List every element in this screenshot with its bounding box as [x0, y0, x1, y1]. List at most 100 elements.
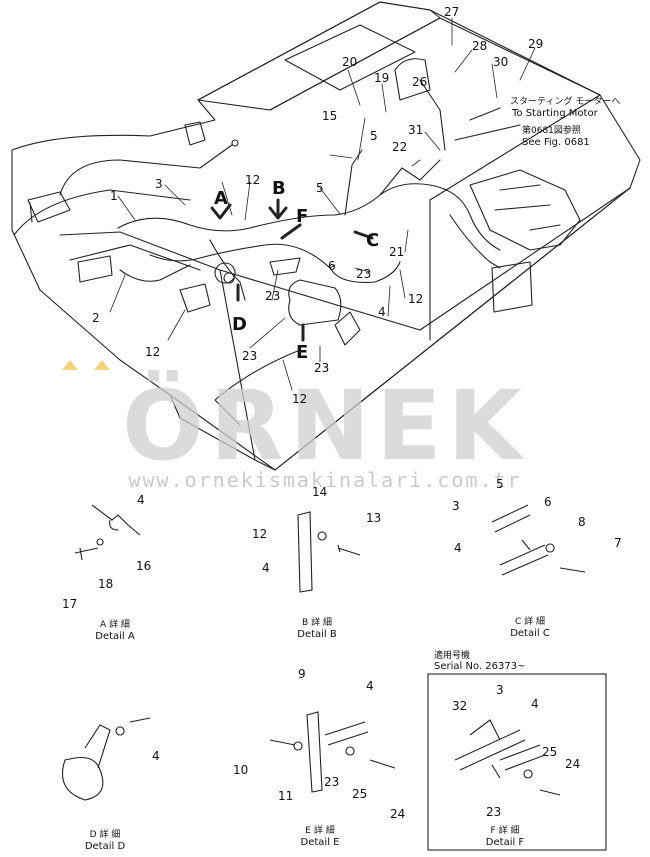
detail-c-label-3: 3	[452, 499, 460, 513]
callout-29: 29	[528, 37, 544, 51]
callout-23d: 23	[314, 361, 330, 375]
clip-23a	[269, 257, 301, 276]
detail-e-label-24: 24	[390, 807, 406, 821]
callout-23a: 23	[265, 289, 281, 303]
detail-c-label-6: 6	[544, 495, 552, 509]
detail-f-label-23: 23	[486, 805, 502, 819]
detail-c-label-8: 8	[578, 515, 586, 529]
detail-a-caption-jp: A 詳 細	[100, 620, 130, 630]
detail-d-caption-en: Detail D	[84, 841, 126, 852]
side-panel-line	[219, 269, 256, 461]
detail-f-frame	[427, 673, 607, 851]
horn-wire	[214, 349, 301, 426]
logo-umlaut-dots	[62, 360, 110, 370]
note-see-fig-jp: 第0681図参照	[522, 126, 581, 136]
callout-3: 3	[155, 177, 163, 191]
machine-body-outline	[11, 1, 641, 471]
detail-a-label-17: 17	[62, 597, 78, 611]
callout-2: 2	[92, 311, 100, 325]
detail-e-label-23: 23	[324, 775, 340, 789]
engine-hood-edge	[269, 17, 601, 201]
detail-e-label-11: 11	[278, 789, 294, 803]
callout-26: 26	[412, 75, 428, 89]
hood-panel	[284, 24, 416, 91]
callout-22: 22	[392, 140, 408, 154]
detail-f-label-25: 25	[542, 745, 558, 759]
callout-31: 31	[408, 123, 424, 137]
arrow-C	[353, 230, 374, 240]
callout-20: 20	[342, 55, 358, 69]
detail-e-caption-en: Detail E	[300, 837, 340, 848]
detail-e-drawing	[269, 711, 396, 793]
callout-5: 5	[316, 181, 324, 195]
detail-d-drawing	[61, 717, 151, 801]
terminal	[231, 139, 239, 147]
horn-d	[214, 262, 236, 284]
detail-a-label-16: 16	[136, 559, 152, 573]
detail-f-label-4: 4	[531, 697, 539, 711]
callout-21: 21	[389, 245, 405, 259]
starting-motor	[469, 169, 581, 251]
detail-f-label-3: 3	[496, 683, 504, 697]
harness-loop	[288, 279, 342, 326]
control-box	[491, 261, 533, 313]
detail-b-label-12: 12	[252, 527, 268, 541]
callout-12c: 12	[408, 292, 424, 306]
detail-d-caption-jp: D 詳 細	[89, 830, 121, 840]
detail-f-serial-en: Serial No. 26373~	[434, 661, 526, 672]
view-label-B: B	[272, 178, 286, 199]
harness-branch-4	[379, 159, 441, 196]
detail-b-label-4: 4	[262, 561, 270, 575]
main-harness	[117, 183, 501, 251]
leaders	[109, 17, 536, 391]
detail-f-caption-jp: F 詳 細	[490, 826, 520, 836]
callout-30: 30	[493, 55, 509, 69]
detail-a-caption-en: Detail A	[95, 631, 135, 642]
note-starting-motor-en: To Starting Motor	[512, 108, 598, 119]
starter-leader	[454, 107, 521, 141]
pipe	[394, 58, 431, 101]
detail-a-label-4: 4	[137, 493, 145, 507]
detail-e-label-4: 4	[366, 679, 374, 693]
detail-b-caption-en: Detail B	[297, 629, 337, 640]
view-label-C: C	[366, 230, 380, 251]
callout-19: 19	[374, 71, 390, 85]
callout-23b: 23	[356, 267, 372, 281]
detail-e-label-25: 25	[352, 787, 368, 801]
arrow-A	[210, 203, 232, 220]
watermark-logo: ÖRNEK	[122, 370, 528, 482]
detail-c-label-7: 7	[614, 536, 622, 550]
callout-15: 15	[322, 109, 338, 123]
callout-12a: 12	[245, 173, 261, 187]
callout-28: 28	[472, 39, 488, 53]
detail-b-caption-jp: B 詳 細	[302, 618, 332, 628]
view-label-D: D	[232, 314, 247, 335]
callout-27: 27	[444, 5, 460, 19]
view-label-E: E	[296, 342, 309, 363]
counterweight-line	[13, 189, 191, 236]
harness-branch-3	[344, 149, 363, 216]
detail-a-drawing	[74, 504, 141, 561]
detail-d-label-4: 4	[152, 749, 160, 763]
detail-b-label-13: 13	[366, 511, 382, 525]
arrow-F	[280, 223, 302, 240]
harness-branch-2	[119, 264, 191, 282]
arrow-B	[268, 198, 288, 220]
detail-c-caption-en: Detail C	[510, 628, 550, 639]
rear-panel	[59, 187, 631, 331]
detail-c-label-4: 4	[454, 541, 462, 555]
bracket-26	[419, 79, 446, 151]
detail-e-caption-jp: E 詳 細	[305, 826, 335, 836]
detail-f-caption-en: Detail F	[485, 837, 525, 848]
callout-1: 1	[110, 189, 118, 203]
view-label-F: F	[296, 206, 309, 227]
callout-5b: 5	[370, 129, 378, 143]
detail-a-label-18: 18	[98, 577, 114, 591]
rear-wire	[449, 214, 501, 269]
detail-e-label-10: 10	[233, 763, 249, 777]
lower-edge	[169, 187, 631, 471]
mirror-bracket	[334, 311, 361, 346]
harness-branch-5	[209, 239, 246, 301]
callout-4-main: 4	[378, 305, 386, 319]
